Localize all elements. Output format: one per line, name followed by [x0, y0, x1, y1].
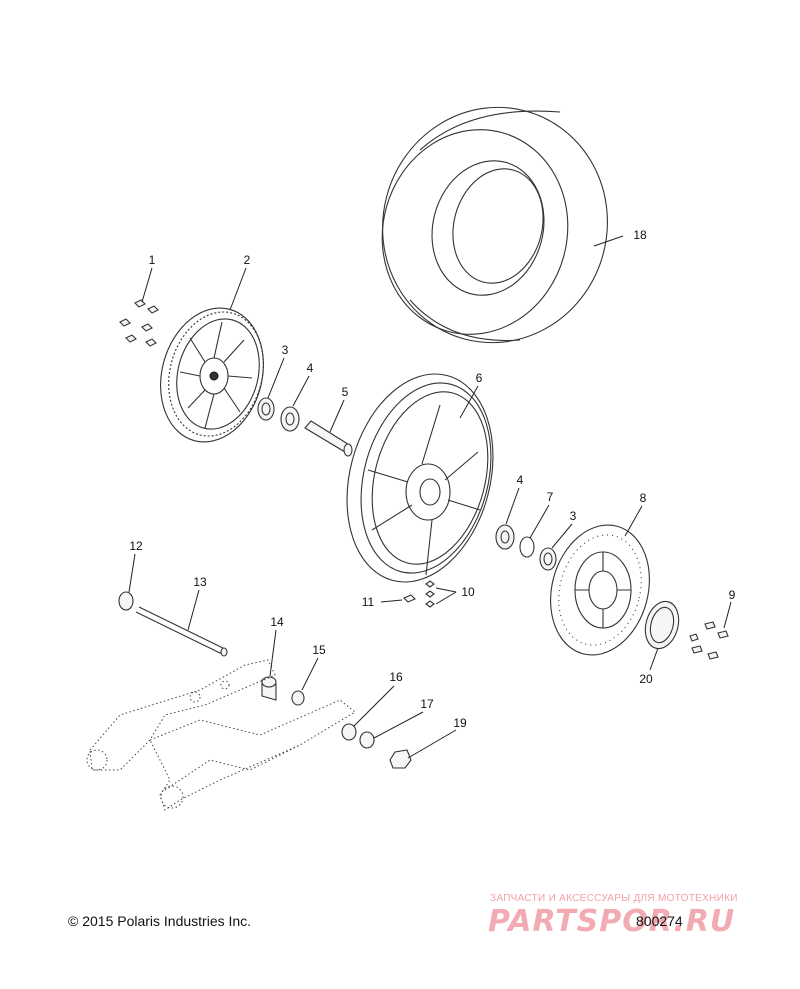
- axle-nut: [389, 749, 412, 769]
- tire: [381, 106, 608, 344]
- callout-4b: 4: [517, 473, 524, 487]
- bearing-right: [495, 524, 515, 550]
- pulley-bolts: [119, 299, 159, 347]
- callout-8: 8: [640, 491, 647, 505]
- copyright-notice: © 2015 Polaris Industries Inc.: [68, 913, 252, 929]
- callout-13: 13: [193, 575, 207, 589]
- bearing-left: [280, 406, 300, 432]
- callout-1: 1: [149, 253, 156, 267]
- callout-19: 19: [453, 716, 467, 730]
- swingarm: [86, 659, 356, 811]
- pivot-bushing-small: [291, 690, 305, 706]
- callout-5: 5: [342, 385, 349, 399]
- snap-ring: [519, 536, 535, 558]
- abs-tone-ring: [644, 600, 680, 650]
- callout-10: 10: [461, 585, 475, 599]
- pivot-washer: [118, 591, 134, 611]
- callout-9: 9: [729, 588, 736, 602]
- callout-18: 18: [633, 228, 647, 242]
- callout-11: 11: [362, 595, 375, 609]
- axle-spacer: [359, 731, 375, 749]
- callout-14: 14: [270, 615, 284, 629]
- brake-disc: [550, 524, 650, 656]
- callout-2: 2: [244, 253, 251, 267]
- valve-cap: [403, 594, 416, 603]
- drive-pulley: [160, 307, 264, 443]
- watermark-tagline: ЗАПЧАСТИ И АКСЕССУАРЫ ДЛЯ МОТОТЕХНИКИ: [490, 893, 738, 904]
- axle-adjuster: [341, 723, 357, 741]
- callout-20: 20: [639, 672, 653, 686]
- callout-4: 4: [307, 361, 314, 375]
- valve-stem-parts: [425, 580, 435, 608]
- callout-3b: 3: [570, 509, 577, 523]
- callout-labels: 1 2 3 4 5 6 4 7 3 8 9 10 11 12 13 14 15 …: [129, 228, 735, 730]
- callout-16: 16: [389, 670, 403, 684]
- disc-bolts: [689, 621, 729, 660]
- seal-right: [539, 547, 557, 571]
- callout-15: 15: [312, 643, 326, 657]
- callout-7: 7: [547, 490, 554, 504]
- callout-17: 17: [420, 697, 434, 711]
- rear-wheel: [346, 373, 494, 583]
- diagram-number: 800274: [636, 913, 683, 929]
- watermark-logo: PARTSPOR.RU: [488, 904, 736, 939]
- leader-lines: [128, 235, 732, 759]
- callout-6: 6: [476, 371, 483, 385]
- spacer-tube: [304, 420, 353, 457]
- seal-left: [257, 397, 275, 421]
- swingarm-pivot-shaft: [135, 606, 228, 657]
- callout-3: 3: [282, 343, 289, 357]
- pivot-bushing: [261, 676, 277, 701]
- callout-12: 12: [129, 539, 143, 553]
